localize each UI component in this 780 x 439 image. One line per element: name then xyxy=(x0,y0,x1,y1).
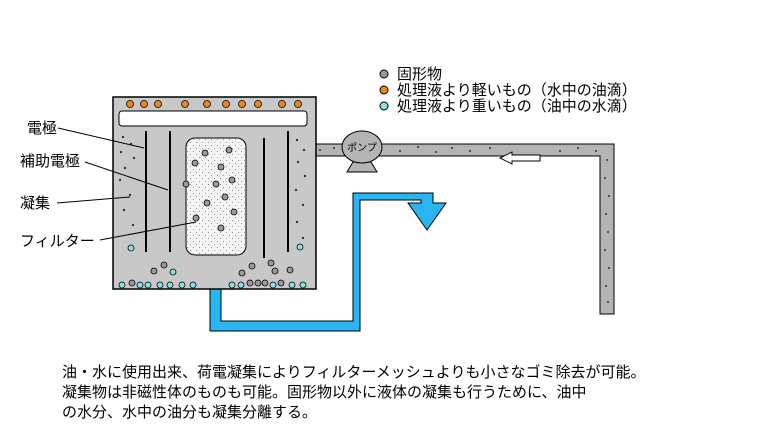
component-labels: 電極 補助電極 凝集 フィルター xyxy=(20,119,197,250)
label-coagulation: 凝集 xyxy=(20,194,50,212)
pump-body xyxy=(341,130,383,164)
light-droplets xyxy=(126,100,302,108)
solid-particles xyxy=(128,146,294,287)
leader-coagulation xyxy=(56,196,131,204)
caption-line-3: の水分、水中の油分も凝集分離する。 xyxy=(62,403,318,421)
pump-label: ポンプ xyxy=(347,142,377,154)
tank-top-window xyxy=(118,110,308,127)
legend-light-label: 処理液より軽いもの（水中の油滴） xyxy=(397,81,637,99)
legend-light-marker xyxy=(379,85,389,95)
leader-filter xyxy=(99,221,197,241)
caption-line-2: 凝集物は非磁性体のものも可能。固形物以外に液体の凝集も行うために、油中 xyxy=(62,383,587,401)
filter-cartridge xyxy=(185,137,247,256)
tank xyxy=(112,96,317,290)
label-aux-electrode: 補助電極 xyxy=(20,152,80,170)
legend-solid-marker xyxy=(379,69,389,79)
return-pipe xyxy=(209,192,447,332)
legend-solid-label: 固形物 xyxy=(397,65,442,83)
legend: 固形物 処理液より軽いもの（水中の油滴） 処理液より重いもの（油中の水滴） xyxy=(379,65,637,115)
label-electrode: 電極 xyxy=(27,119,57,137)
leader-electrode xyxy=(57,127,145,149)
small-dots xyxy=(118,135,307,240)
legend-heavy-label: 処理液より重いもの（油中の水滴） xyxy=(397,97,637,115)
caption-line-1: 油・水に使用出来、荷電凝集によりフィルターメッシュよりも小さなゴミ除去が可能。 xyxy=(62,363,646,381)
caption: 油・水に使用出来、荷電凝集によりフィルターメッシュよりも小さなゴミ除去が可能。 … xyxy=(62,362,774,422)
legend-heavy-marker xyxy=(379,101,389,111)
leader-aux-electrode xyxy=(84,161,169,191)
pump: ポンプ xyxy=(341,130,383,173)
heavy-droplets xyxy=(118,243,307,289)
flow-arrow-icon xyxy=(498,151,541,165)
label-filter: フィルター xyxy=(20,232,95,250)
